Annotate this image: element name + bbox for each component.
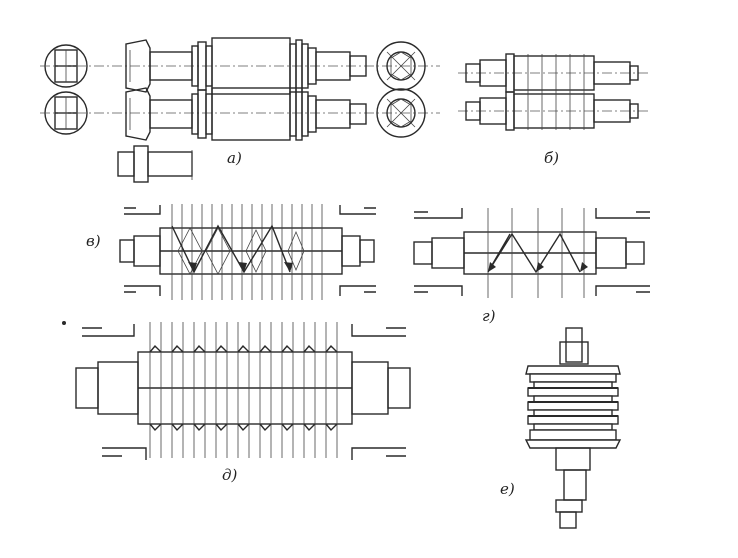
panel-a-roll-pair: а) xyxy=(40,37,440,183)
panel-b-upper-roll xyxy=(465,53,639,93)
panel-b-label: б) xyxy=(544,149,559,167)
panel-e-vertical-roll: е) xyxy=(500,327,622,529)
panel-b-grooved-roll-pair: б) xyxy=(458,53,650,167)
panel-v-roll-stand: в) xyxy=(86,204,376,300)
panel-g-roll-stand: г) xyxy=(413,208,650,325)
panel-v-label: в) xyxy=(86,232,101,250)
panel-a-upper-roll xyxy=(125,37,367,95)
panel-a-coupling-detail xyxy=(117,145,193,183)
panel-d-grooves xyxy=(149,322,338,458)
panel-a-label: а) xyxy=(227,149,242,167)
panel-d-multi-groove-roll: д) xyxy=(75,322,411,484)
panel-b-lower-roll xyxy=(465,91,639,131)
panel-a-lower-roll xyxy=(125,87,367,141)
panel-d-label: д) xyxy=(222,466,238,484)
panel-v-pass-lines xyxy=(171,204,323,300)
panel-g-label: г) xyxy=(482,307,496,325)
panel-e-label: е) xyxy=(500,480,515,498)
panel-a-left-end-views xyxy=(44,44,88,135)
ink-dot xyxy=(62,321,66,325)
panel-e-disc-stack xyxy=(527,373,619,441)
panel-a-right-end-views xyxy=(376,41,426,138)
